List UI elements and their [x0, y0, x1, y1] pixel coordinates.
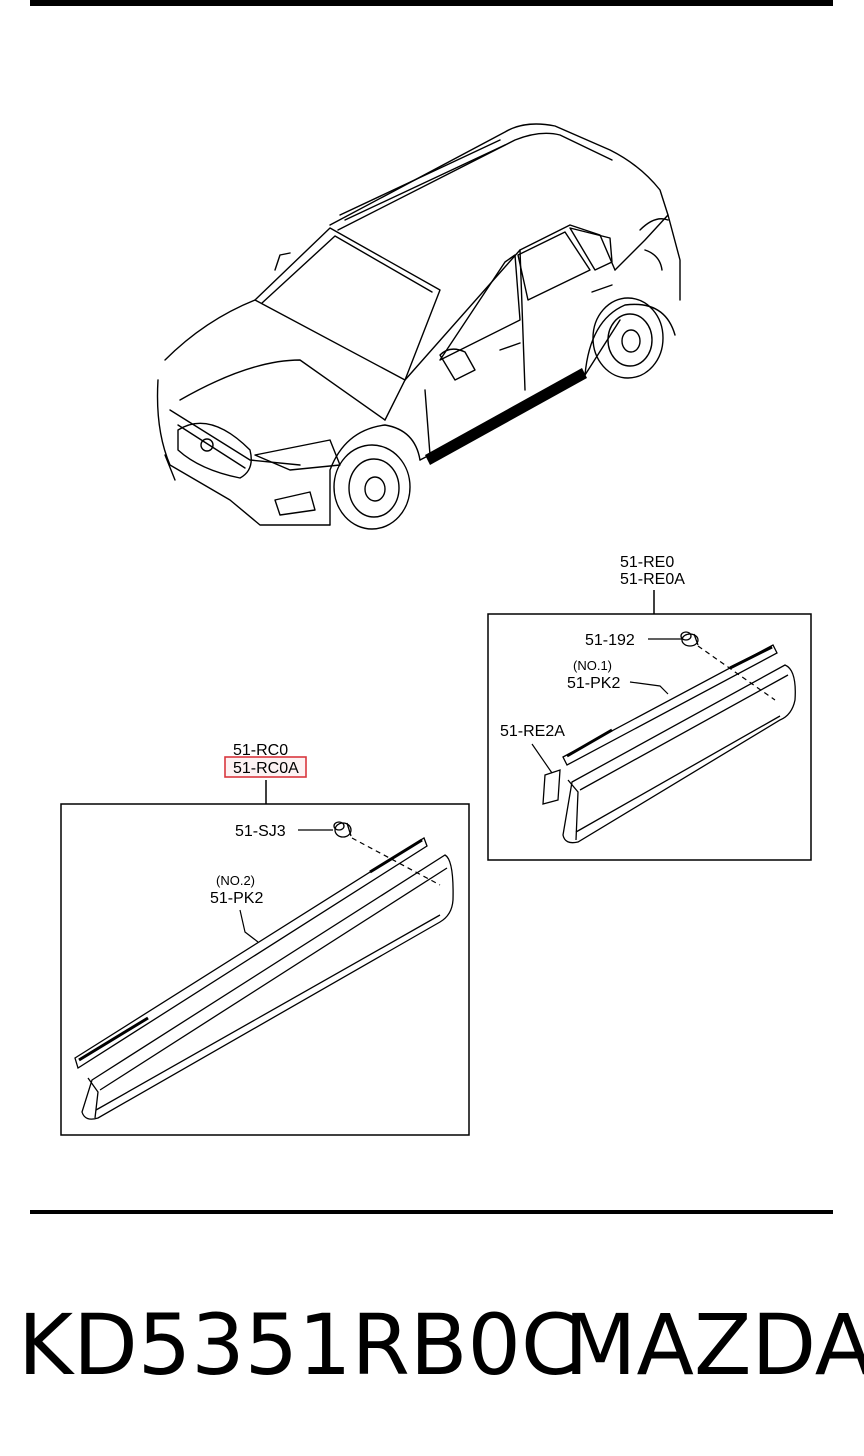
group-left-line2: 51-RC0A [233, 760, 299, 777]
front-door-molding-group: 51-RC0 51-RC0A 51-SJ3 (NO.2) 51-PK2 [60, 742, 470, 1136]
vehicle-illustration [156, 123, 681, 530]
molding-right-body [562, 664, 796, 844]
group-right-line1: 51-RE0 [620, 554, 674, 571]
molding-right-note: (NO.1) [573, 658, 612, 673]
molding-right-label: 51-PK2 [567, 675, 620, 692]
top-rule [30, 0, 833, 6]
vehicle-side-molding-highlight [425, 368, 587, 465]
footer: KD5351RB0C MAZDA [18, 1290, 864, 1400]
tape-right-icon [542, 769, 561, 805]
clip-right-label: 51-192 [585, 632, 635, 649]
parts-diagram: 51-RE0 51-RE0A 51-192 (NO.1) 51-PK2 51-R… [60, 123, 812, 1136]
molding-right-strip [562, 644, 778, 766]
highlight-box [224, 756, 307, 778]
bottom-rule [30, 1210, 833, 1214]
group-right-line2: 51-RE0A [620, 571, 685, 588]
group-left-frame [60, 803, 470, 1136]
clip-left-label: 51-SJ3 [235, 823, 286, 840]
clip-left-icon [333, 821, 352, 838]
part-number: KD5351RB0C [18, 1296, 580, 1394]
tape-right-label: 51-RE2A [500, 723, 565, 740]
molding-left-label: 51-PK2 [210, 890, 263, 907]
molding-left-body [81, 854, 454, 1120]
brand-name: MAZDA [564, 1296, 864, 1394]
group-right-frame [487, 613, 812, 861]
group-left-line1: 51-RC0 [233, 742, 288, 759]
rear-door-molding-group: 51-RE0 51-RE0A 51-192 (NO.1) 51-PK2 51-R… [487, 554, 812, 861]
molding-left-note: (NO.2) [216, 873, 255, 888]
molding-left-strip [74, 837, 428, 1070]
clip-right-icon [680, 631, 699, 647]
